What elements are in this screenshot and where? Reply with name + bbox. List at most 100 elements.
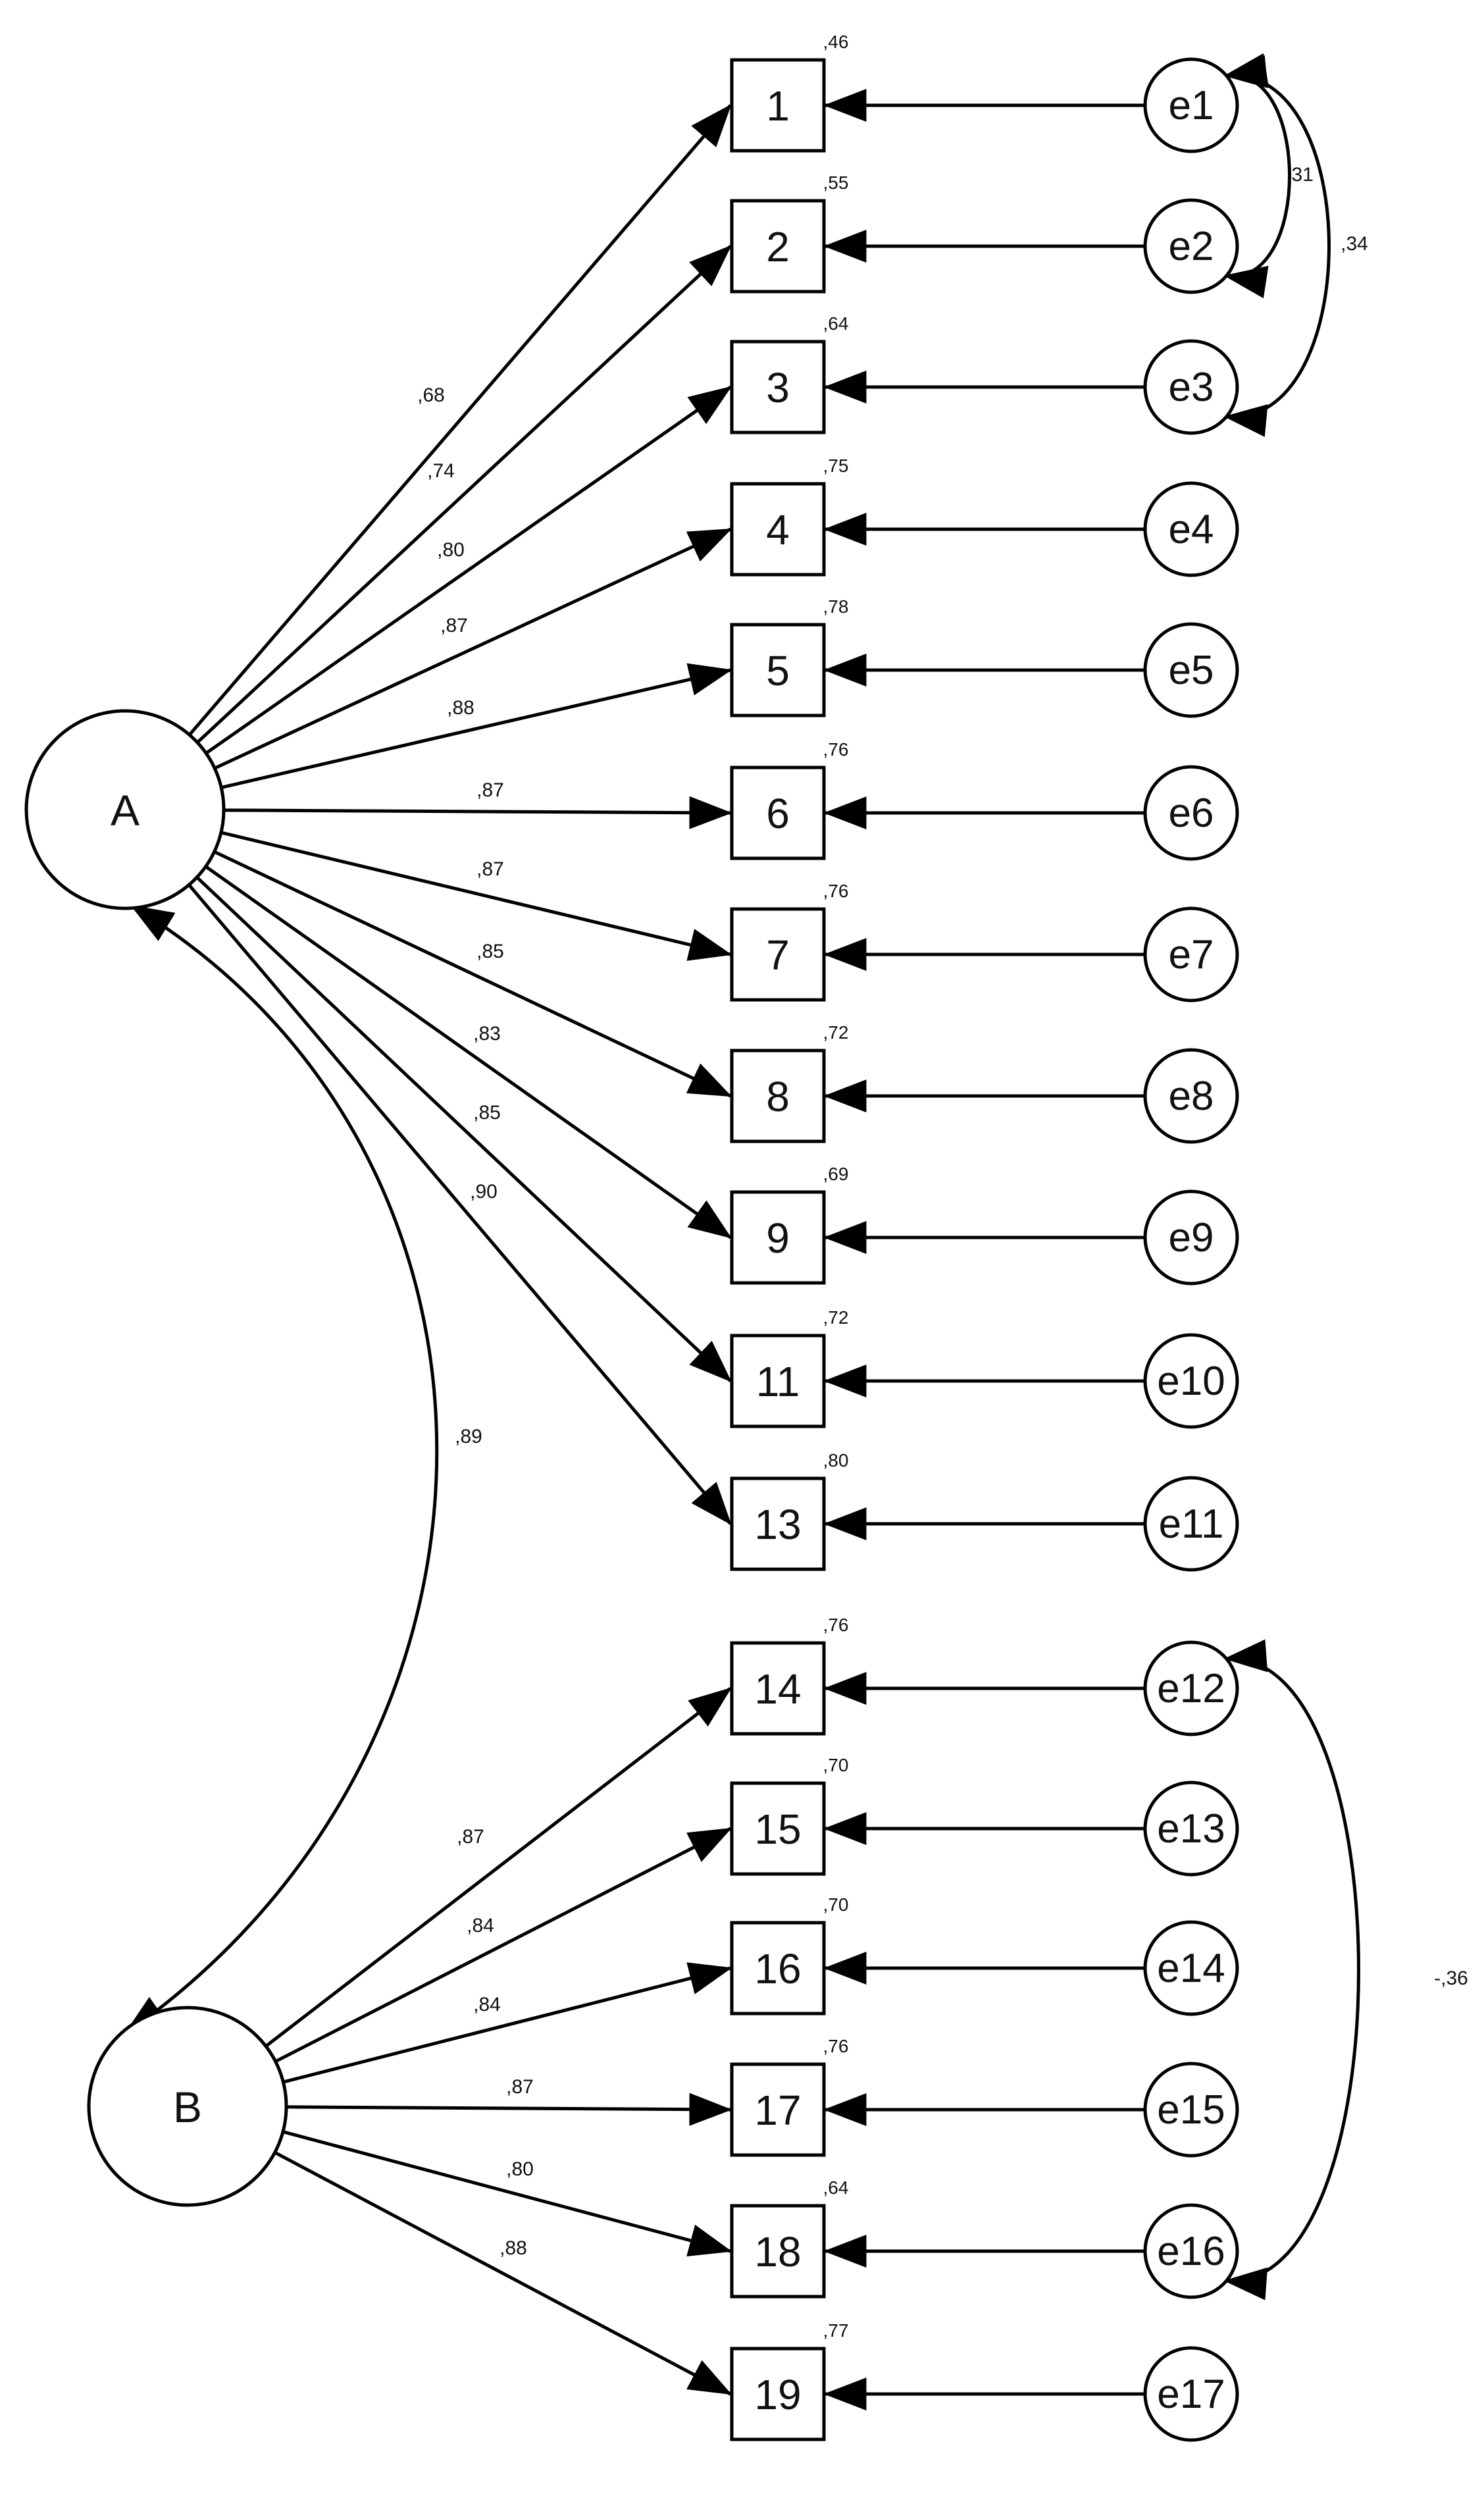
indicator-label: 14 bbox=[754, 1665, 801, 1713]
loading-arrow-3 bbox=[205, 385, 732, 755]
indicator-label: 19 bbox=[754, 2371, 801, 2418]
r2-label: ,70 bbox=[823, 1894, 849, 1915]
indicator-box-6 bbox=[730, 766, 826, 860]
indicator-box-16 bbox=[730, 1921, 826, 2016]
error-circle-e9 bbox=[1143, 1189, 1239, 1286]
error-circle-e2 bbox=[1143, 198, 1239, 294]
loading-coef: ,84 bbox=[467, 1915, 494, 1937]
indicator-box-19 bbox=[730, 2347, 826, 2441]
indicator-label: 11 bbox=[756, 1358, 800, 1405]
loading-coef: ,84 bbox=[473, 1994, 501, 2016]
indicator-label: 7 bbox=[766, 931, 790, 979]
indicator-label: 15 bbox=[754, 1806, 801, 1853]
loading-coef: ,85 bbox=[473, 1102, 501, 1124]
error-circle-e10 bbox=[1143, 1333, 1239, 1429]
error-label: e6 bbox=[1169, 791, 1214, 836]
error-label: e2 bbox=[1169, 224, 1214, 269]
latent-label: B bbox=[173, 2083, 202, 2131]
r2-label: ,55 bbox=[823, 172, 849, 193]
error-label: e4 bbox=[1169, 507, 1214, 552]
loading-coef: ,87 bbox=[440, 615, 468, 637]
indicator-label: 9 bbox=[766, 1214, 790, 1262]
r2-label: ,76 bbox=[823, 881, 849, 901]
latent-circle-A bbox=[24, 709, 226, 910]
indicator-box-1 bbox=[730, 58, 826, 153]
error-label: e11 bbox=[1159, 1501, 1224, 1547]
indicator-box-17 bbox=[730, 2062, 826, 2157]
loading-arrow-13 bbox=[188, 883, 732, 1525]
error-label: e16 bbox=[1157, 2229, 1225, 2274]
factor-covariance-arc bbox=[123, 904, 439, 2036]
loading-coef: ,74 bbox=[427, 460, 455, 482]
r2-label: ,69 bbox=[823, 1164, 849, 1184]
indicator-label: 17 bbox=[754, 2087, 801, 2134]
r2-label: ,76 bbox=[823, 1615, 849, 1635]
error-circle-e6 bbox=[1143, 765, 1239, 861]
r2-label: ,75 bbox=[823, 455, 849, 476]
indicator-box-7 bbox=[730, 907, 826, 1002]
loading-arrow-7 bbox=[220, 831, 732, 961]
error-label: e8 bbox=[1169, 1074, 1214, 1119]
indicator-box-8 bbox=[730, 1049, 826, 1143]
loading-coef: ,88 bbox=[499, 2237, 527, 2259]
r2-label: ,76 bbox=[823, 739, 849, 760]
error-circle-e14 bbox=[1143, 1920, 1239, 2016]
r2-label: ,72 bbox=[823, 1307, 849, 1328]
error-label: e3 bbox=[1169, 365, 1214, 410]
loading-arrow-9 bbox=[205, 865, 732, 1239]
latent-circle-B bbox=[87, 2006, 288, 2207]
error-circle-e16 bbox=[1143, 2203, 1239, 2299]
loading-arrow-11 bbox=[195, 876, 732, 1382]
indicator-label: 8 bbox=[766, 1073, 790, 1120]
indicator-label: 3 bbox=[766, 364, 790, 411]
loading-arrow-5 bbox=[220, 663, 732, 789]
loading-arrow-8 bbox=[213, 850, 732, 1098]
loading-coef: ,80 bbox=[437, 539, 465, 561]
indicator-label: 1 bbox=[766, 82, 790, 130]
loading-coef: ,83 bbox=[473, 1023, 501, 1045]
error-covariance-value: ,34 bbox=[1341, 233, 1368, 255]
indicator-box-4 bbox=[730, 482, 826, 577]
error-label: e13 bbox=[1157, 1806, 1225, 1852]
indicator-box-9 bbox=[730, 1190, 826, 1285]
r2-label: ,76 bbox=[823, 2036, 849, 2056]
indicator-box-5 bbox=[730, 623, 826, 717]
indicator-box-14 bbox=[730, 1641, 826, 1736]
error-circle-e8 bbox=[1143, 1048, 1239, 1144]
r2-label: ,70 bbox=[823, 1755, 849, 1775]
loading-coef: ,87 bbox=[476, 858, 504, 880]
error-covariance-arc-e1-e3 bbox=[1223, 55, 1331, 437]
loading-arrow-6 bbox=[223, 796, 732, 829]
latent-label: A bbox=[111, 786, 140, 835]
indicator-box-3 bbox=[730, 340, 826, 434]
loading-arrow-16 bbox=[282, 1962, 732, 2084]
indicator-label: 18 bbox=[754, 2228, 801, 2276]
loading-coef: ,87 bbox=[476, 779, 504, 801]
loading-arrow-2 bbox=[196, 245, 732, 744]
loading-coef: ,87 bbox=[506, 2076, 534, 2098]
indicator-box-11 bbox=[730, 1334, 826, 1428]
error-covariance-arc-e12-e16 bbox=[1223, 1639, 1360, 2301]
error-covariance-value: ,31 bbox=[1286, 164, 1314, 186]
loading-arrow-1 bbox=[188, 104, 732, 736]
indicator-box-13 bbox=[730, 1476, 826, 1571]
error-circle-e5 bbox=[1143, 622, 1239, 718]
r2-label: ,72 bbox=[823, 1022, 849, 1043]
error-circle-e3 bbox=[1143, 339, 1239, 435]
loading-arrow-14 bbox=[265, 1687, 732, 2048]
indicator-label: 6 bbox=[766, 790, 790, 837]
error-label: e14 bbox=[1157, 1946, 1225, 1991]
indicator-box-15 bbox=[730, 1781, 826, 1876]
r2-label: ,77 bbox=[823, 2320, 849, 2341]
error-covariance-value: -,36 bbox=[1434, 1967, 1468, 1989]
error-label: e17 bbox=[1157, 2372, 1225, 2417]
r2-label: ,78 bbox=[823, 596, 849, 617]
error-circle-e13 bbox=[1143, 1781, 1239, 1877]
loading-arrow-15 bbox=[274, 1827, 732, 2064]
loading-arrow-17 bbox=[286, 2093, 732, 2126]
r2-label: ,64 bbox=[823, 313, 849, 334]
indicator-label: 2 bbox=[766, 223, 790, 271]
r2-label: ,64 bbox=[823, 2177, 849, 2198]
